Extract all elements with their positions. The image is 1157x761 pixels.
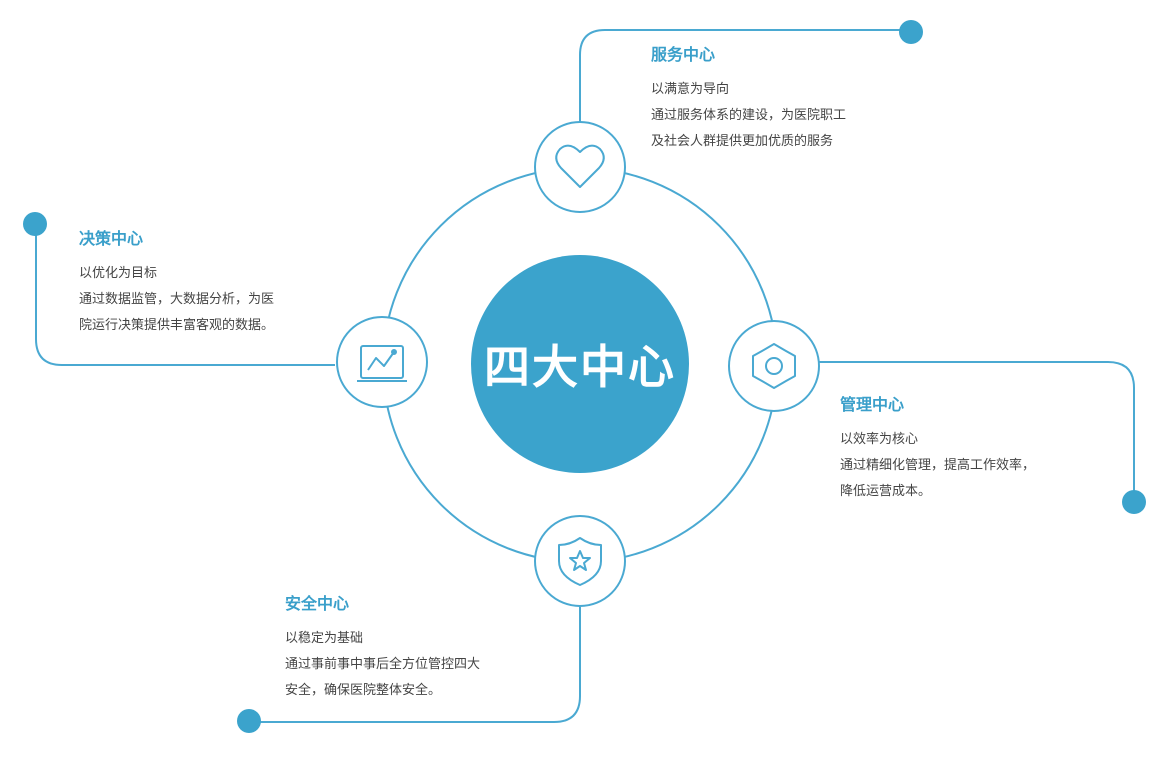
security-center-block: 安全中心 以稳定为基础 通过事前事中事后全方位管控四大 安全，确保医院整体安全。 xyxy=(285,594,480,704)
service-connector xyxy=(579,29,910,122)
decision-connector xyxy=(35,225,335,366)
service-center-title: 服务中心 xyxy=(651,45,716,64)
decision-center-title: 决策中心 xyxy=(79,229,144,248)
center-circle xyxy=(471,255,689,473)
management-dot xyxy=(1122,490,1146,514)
security-node xyxy=(534,515,626,607)
heart-icon xyxy=(555,144,605,188)
security-center-line-3: 安全，确保医院整体安全。 xyxy=(285,683,442,698)
center-label: 四大中心 xyxy=(484,340,676,394)
management-center-line-3: 降低运营成本。 xyxy=(840,484,932,499)
security-center-title: 安全中心 xyxy=(285,594,350,613)
decision-node xyxy=(336,316,428,408)
security-dot xyxy=(237,709,261,733)
shield-star-icon xyxy=(558,537,602,586)
gear-icon xyxy=(752,343,796,389)
security-center-line-1: 以稳定为基础 xyxy=(285,631,364,646)
management-connector xyxy=(818,361,1135,500)
service-node xyxy=(534,121,626,213)
service-center-line-2: 通过服务体系的建设，为医院职工 xyxy=(651,108,847,123)
security-center-line-2: 通过事前事中事后全方位管控四大 xyxy=(285,657,481,672)
decision-dot xyxy=(23,212,47,236)
decision-center-block: 决策中心 以优化为目标 通过数据监管，大数据分析，为医 院运行决策提供丰富客观的… xyxy=(79,229,274,339)
decision-center-line-1: 以优化为目标 xyxy=(79,266,158,281)
management-center-line-1: 以效率为核心 xyxy=(840,432,919,447)
service-center-line-3: 及社会人群提供更加优质的服务 xyxy=(651,134,834,149)
service-center-block: 服务中心 以满意为导向 通过服务体系的建设，为医院职工 及社会人群提供更加优质的… xyxy=(651,45,846,155)
decision-center-line-3: 院运行决策提供丰富客观的数据。 xyxy=(79,318,275,333)
management-center-block: 管理中心 以效率为核心 通过精细化管理，提高工作效率， 降低运营成本。 xyxy=(840,395,1035,505)
service-dot xyxy=(899,20,923,44)
service-center-line-1: 以满意为导向 xyxy=(651,82,730,97)
management-node xyxy=(728,320,820,412)
management-center-title: 管理中心 xyxy=(840,395,905,414)
decision-center-line-2: 通过数据监管，大数据分析，为医 xyxy=(79,292,275,307)
chart-icon xyxy=(357,345,407,382)
management-center-line-2: 通过精细化管理，提高工作效率， xyxy=(840,458,1036,473)
security-connector xyxy=(250,607,581,723)
